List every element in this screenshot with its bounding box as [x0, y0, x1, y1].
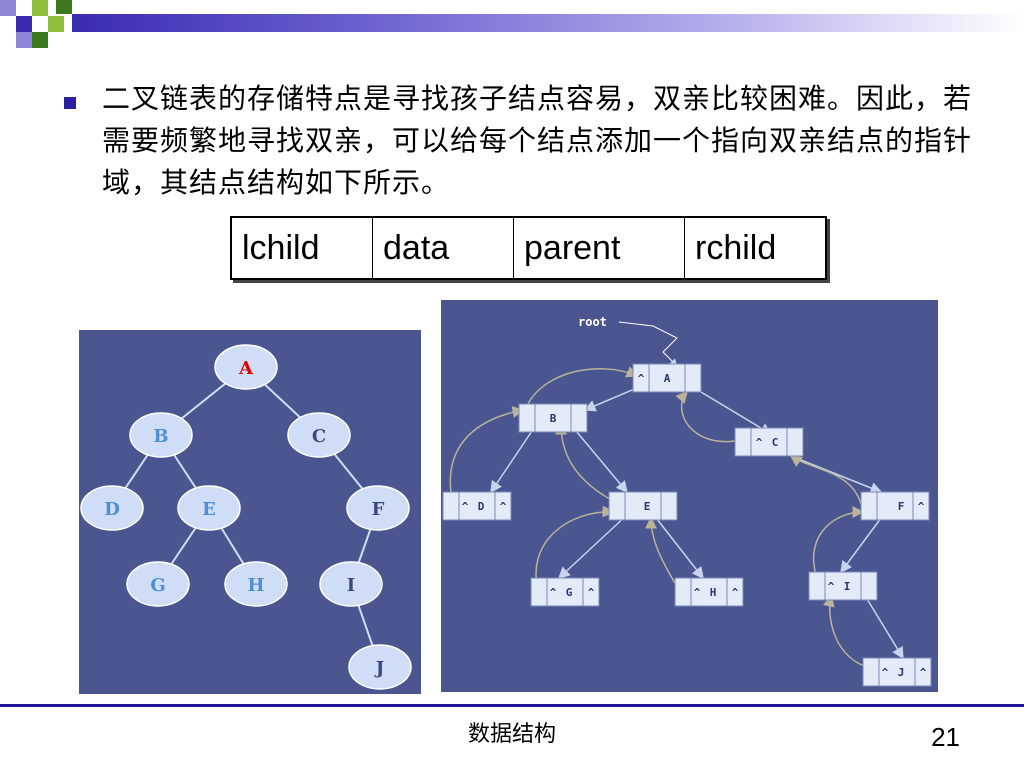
list-node-f: F ^	[860, 491, 930, 521]
root-label: root	[578, 315, 607, 329]
svg-text:^: ^	[882, 666, 889, 679]
binary-tree-svg: A B C D E F G H I J	[80, 344, 412, 690]
list-node-b: B	[518, 403, 588, 433]
tree-node-f	[346, 485, 410, 531]
list-label-b: B	[550, 412, 557, 425]
field-rchild: rchild	[684, 216, 827, 280]
list-label-a: A	[664, 372, 671, 385]
tree-node-j	[348, 644, 412, 690]
tree-node-g	[126, 561, 190, 607]
field-lchild: lchild	[230, 216, 373, 280]
title-decoration	[0, 0, 80, 64]
list-label-g: G	[566, 586, 573, 599]
svg-text:^: ^	[756, 436, 763, 449]
list-label-d: D	[478, 500, 485, 513]
tree-label-j: J	[374, 658, 385, 679]
footer-divider	[0, 704, 1024, 707]
tree-node-e	[177, 485, 241, 531]
svg-text:^: ^	[918, 500, 925, 513]
tree-label-c: C	[312, 426, 326, 447]
list-label-h: H	[710, 586, 717, 599]
svg-text:^: ^	[732, 586, 739, 599]
svg-text:^: ^	[550, 586, 557, 599]
tree-node-h	[224, 561, 288, 607]
list-node-h: ^ H ^	[674, 577, 744, 607]
tree-node-b	[129, 412, 193, 458]
list-node-a: ^ A	[632, 363, 702, 393]
list-label-c: C	[772, 436, 779, 449]
bullet-icon	[64, 97, 76, 109]
tree-label-g: G	[150, 575, 165, 596]
list-node-g: ^ G ^	[530, 577, 600, 607]
field-data: data	[372, 216, 514, 280]
tree-node-a	[214, 344, 278, 390]
triple-linked-tree-svg: root	[442, 315, 932, 687]
field-parent: parent	[513, 216, 685, 280]
svg-text:^: ^	[920, 666, 927, 679]
binary-tree-diagram: A B C D E F G H I J	[79, 330, 421, 694]
tree-label-d: D	[104, 499, 120, 520]
tree-label-e: E	[202, 499, 216, 520]
list-node-d: ^ D ^	[442, 491, 512, 521]
node-structure-table: lchild data parent rchild	[230, 216, 827, 280]
tree-label-h: H	[247, 575, 264, 596]
svg-text:^: ^	[694, 586, 701, 599]
page-number: 21	[931, 722, 960, 752]
list-node-e: E	[608, 491, 678, 521]
title-bar	[72, 14, 1024, 32]
list-node-c: ^ C	[734, 427, 804, 457]
list-node-j: ^ J ^	[862, 657, 932, 687]
footer-course-title: 数据结构	[467, 722, 556, 747]
tree-node-i	[319, 561, 383, 607]
list-label-f: F	[898, 500, 905, 513]
svg-text:^: ^	[828, 580, 835, 593]
tree-label-b: B	[153, 426, 168, 447]
table-row: lchild data parent rchild	[230, 216, 827, 280]
triple-linked-tree-diagram: root	[441, 300, 938, 692]
list-node-i: ^ I	[808, 571, 878, 601]
list-label-e: E	[644, 500, 651, 513]
svg-text:^: ^	[462, 500, 469, 513]
list-label-i: I	[844, 580, 851, 593]
tree-node-d	[80, 485, 144, 531]
tree-label-f: F	[372, 499, 385, 520]
bullet-text: 二叉链表的存储特点是寻找孩子结点容易，双亲比较困难。因此，若需要频繁地寻找双亲，…	[102, 82, 973, 199]
list-label-j: J	[898, 666, 905, 679]
tree-label-a: A	[238, 358, 254, 379]
svg-text:^: ^	[500, 500, 507, 513]
svg-text:^: ^	[588, 586, 595, 599]
tree-node-c	[287, 412, 351, 458]
tree-label-i: I	[347, 575, 355, 596]
svg-text:^: ^	[638, 372, 645, 385]
